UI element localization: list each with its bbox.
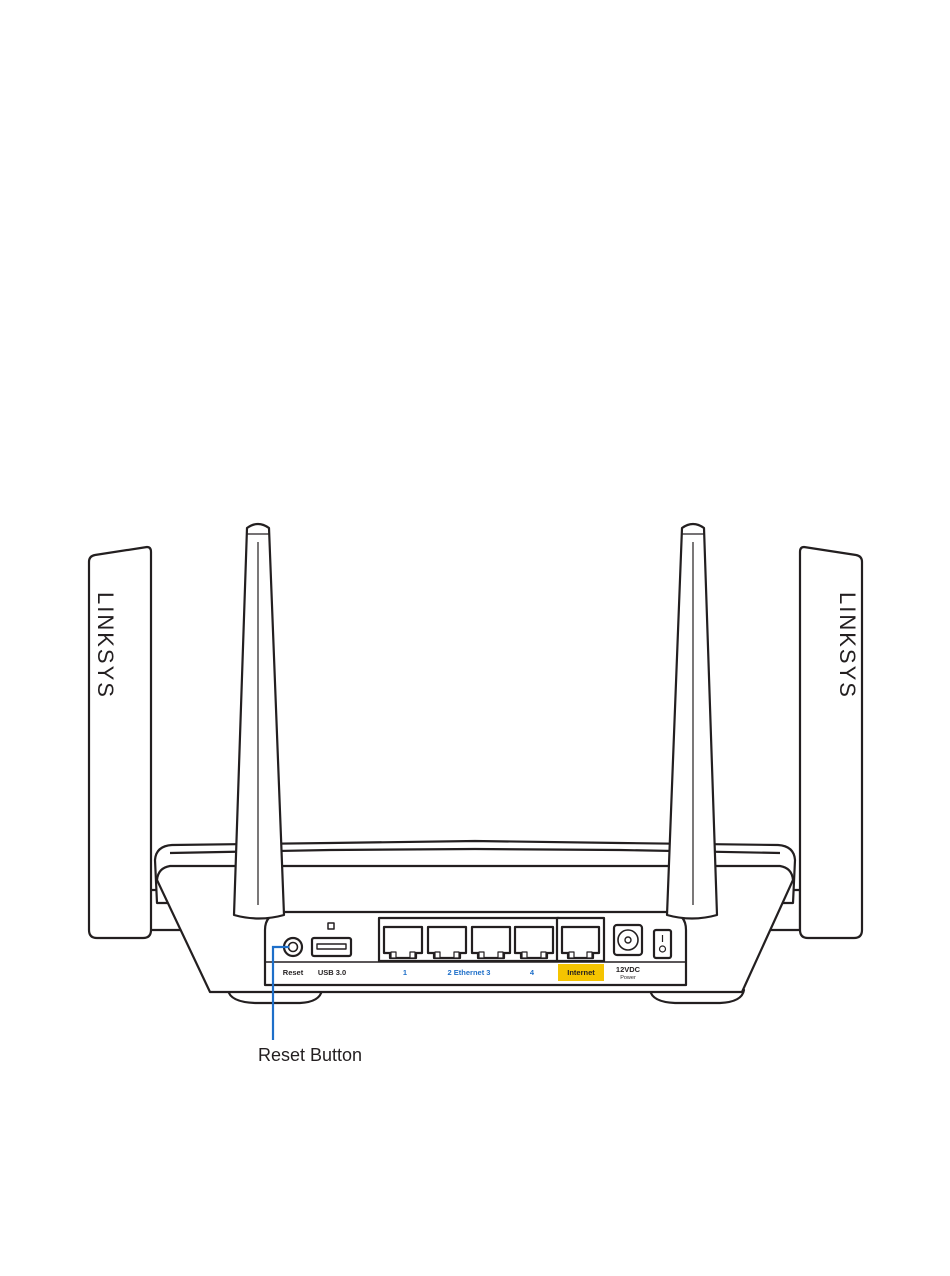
power-label-top: 12VDC [616,965,641,974]
usb-indicator-icon [328,923,334,929]
internet-port[interactable] [562,927,599,958]
right-brand-text: LINKSYS [835,592,860,699]
left-rod-antenna [234,524,284,919]
internet-label: Internet [567,968,595,977]
reset-callout-label: Reset Button [258,1045,362,1065]
ethernet-port-2[interactable] [428,927,466,958]
usb-label: USB 3.0 [318,968,346,977]
ethernet-port-3[interactable] [472,927,510,958]
reset-label: Reset [283,968,304,977]
right-rod-antenna [667,524,717,919]
ethernet-label-1: 1 [403,968,407,977]
ethernet-port-1[interactable] [384,927,422,958]
power-switch[interactable] [654,930,671,958]
ethernet-label-2-3: 2 Ethernet 3 [448,968,491,977]
usb-port[interactable] [312,938,351,956]
left-brand-text: LINKSYS [93,592,118,699]
ethernet-port-4[interactable] [515,927,553,958]
power-jack[interactable] [614,925,642,955]
power-label-bottom: Power [620,975,636,981]
